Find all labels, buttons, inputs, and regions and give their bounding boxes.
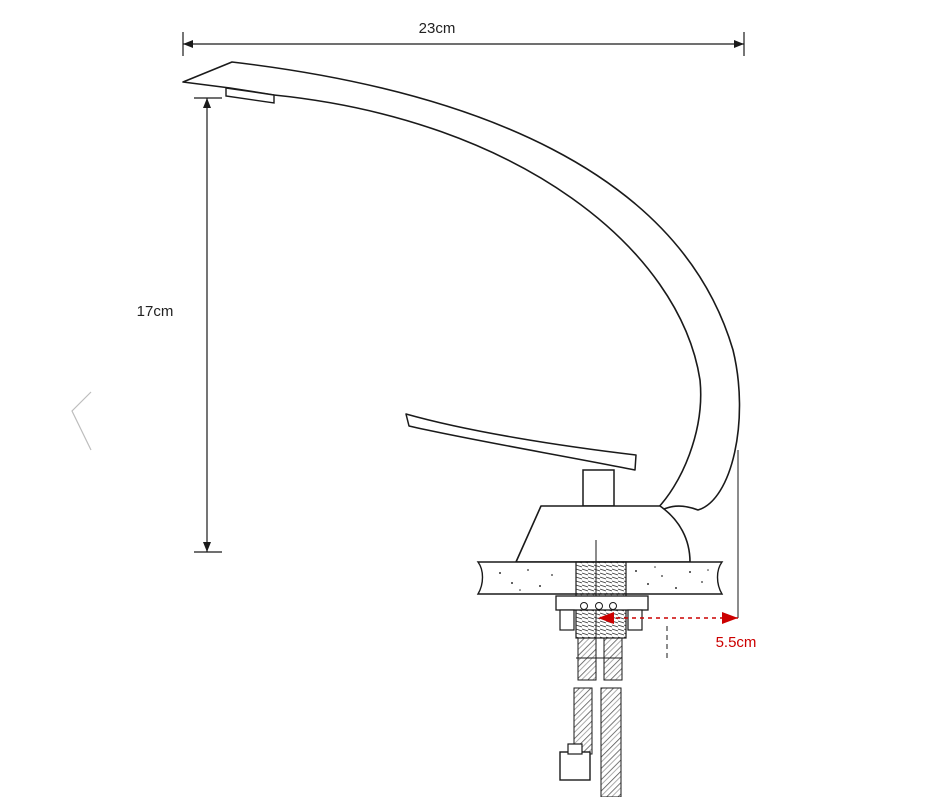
supply-hoses <box>559 637 623 797</box>
faucet-handle <box>405 413 637 507</box>
offset-arrow-right <box>722 612 738 624</box>
height-arrow-bottom <box>203 542 211 552</box>
width-dimension: 23cm <box>182 20 745 56</box>
hose-lower-right <box>600 687 622 797</box>
offset-arrow-left <box>598 612 614 624</box>
base-body <box>515 505 691 563</box>
mounting-nut <box>555 595 649 631</box>
bolt-1 <box>580 602 588 610</box>
width-arrow-right <box>734 40 744 48</box>
offset-label: 5.5cm <box>716 634 757 651</box>
bolt-2 <box>595 602 603 610</box>
nut-right <box>627 609 643 631</box>
width-arrow-left <box>183 40 193 48</box>
nut-left <box>559 609 575 631</box>
height-arrow-top <box>203 98 211 108</box>
width-label: 23cm <box>419 20 456 37</box>
spout-body <box>182 61 741 513</box>
handle-stem <box>582 469 615 507</box>
handle-lever <box>405 413 637 471</box>
spout-outlet <box>225 87 275 104</box>
faucet-base <box>515 505 691 563</box>
hose-upper-left <box>577 637 597 681</box>
hose-fitting <box>559 751 591 781</box>
bolt-3 <box>609 602 617 610</box>
offset-dimension: 5.5cm <box>598 450 756 662</box>
height-label: 17cm <box>137 303 174 320</box>
height-dimension: 17cm <box>137 97 222 553</box>
hose-upper-right <box>603 637 623 681</box>
chevron-left-icon[interactable] <box>71 391 92 451</box>
countertop-speckles <box>499 566 709 591</box>
nut-plate <box>555 595 649 611</box>
faucet-spout <box>182 61 741 513</box>
